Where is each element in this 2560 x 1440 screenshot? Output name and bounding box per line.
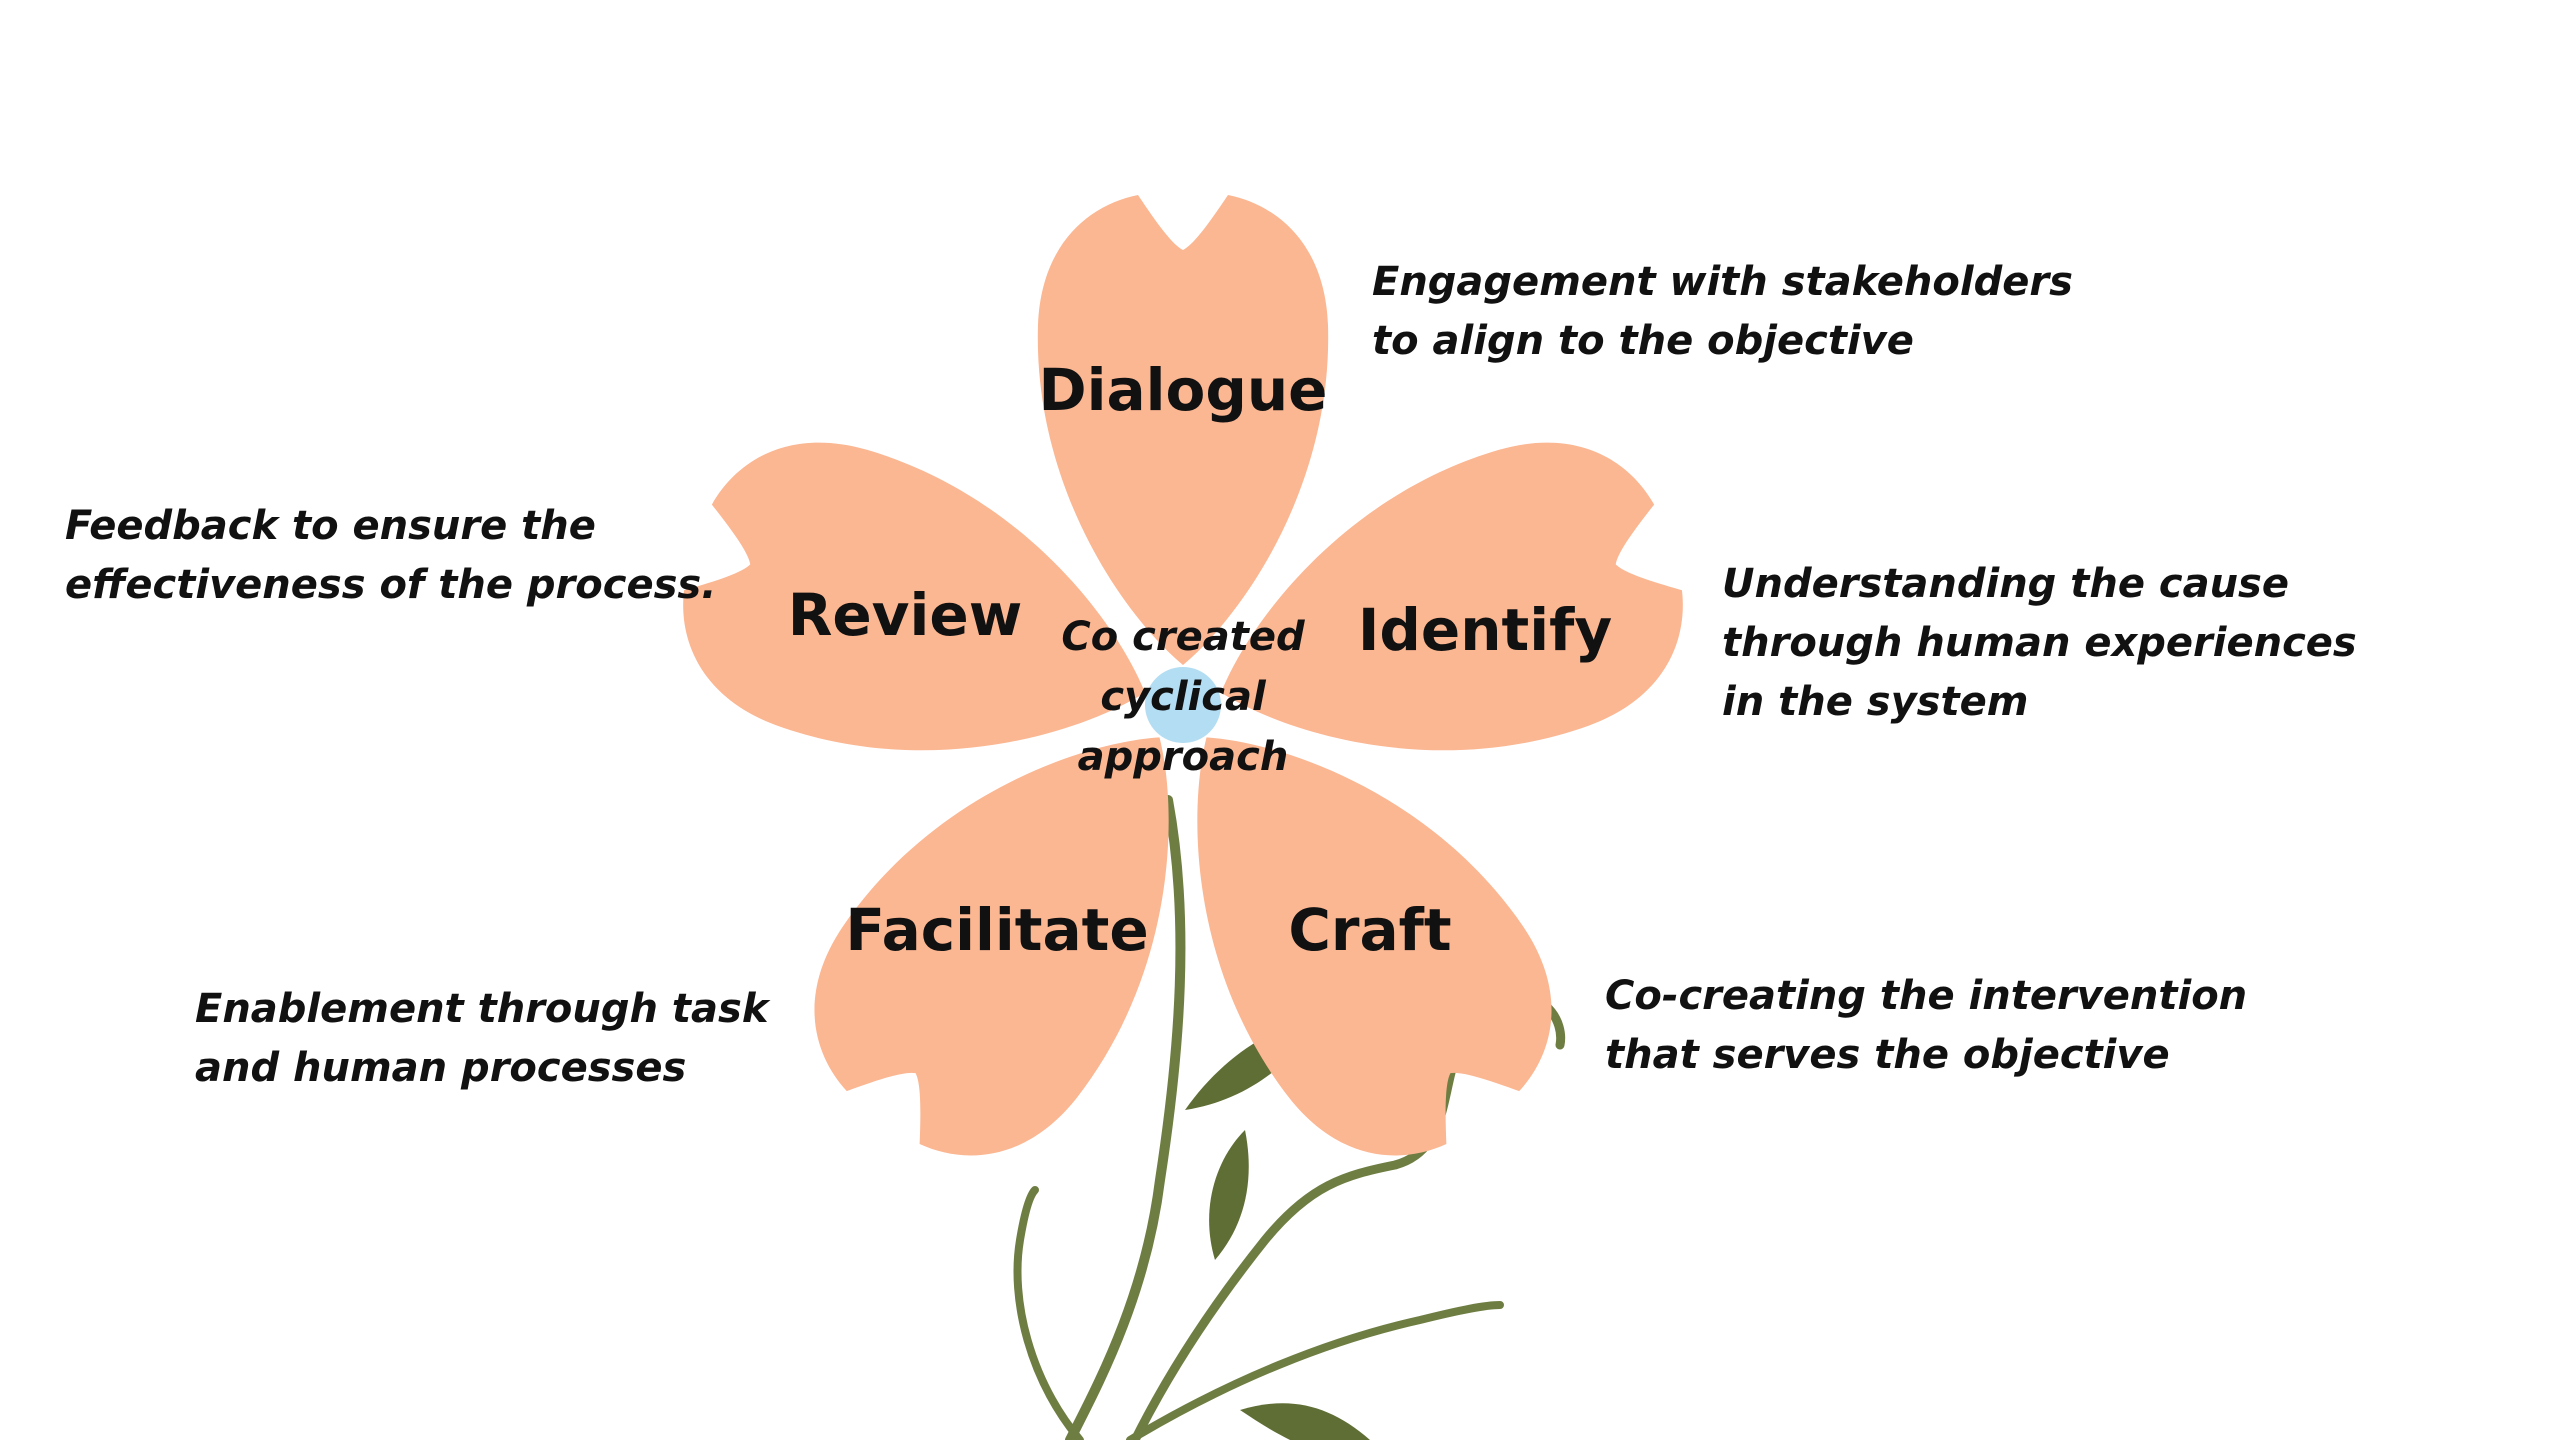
- description-dialogue: Engagement with stakeholders to align to…: [1372, 253, 2073, 371]
- description-line: Understanding the cause: [1722, 561, 2289, 607]
- description-line: and human processes: [195, 1045, 687, 1091]
- center-text: Co created cyclical approach: [1061, 614, 1305, 780]
- description-line: in the system: [1722, 679, 2029, 725]
- description-line: effectiveness of the process.: [65, 562, 717, 608]
- petal-label-craft: Craft: [1288, 896, 1451, 964]
- petal-identify: [1221, 442, 1683, 751]
- center-line-3: approach: [1078, 734, 1289, 780]
- description-line: that serves the objective: [1605, 1032, 2170, 1078]
- description-line: Engagement with stakeholders: [1372, 259, 2073, 305]
- description-line: to align to the objective: [1372, 318, 1914, 364]
- description-line: through human experiences: [1722, 620, 2357, 666]
- description-line: Co-creating the intervention: [1605, 973, 2248, 1019]
- leaf-3: [1240, 1403, 1370, 1440]
- petal-label-review: Review: [788, 581, 1023, 649]
- petal-dialogue: [1037, 195, 1329, 665]
- petal-review: [683, 442, 1145, 751]
- description-facilitate: Enablement through task and human proces…: [195, 980, 768, 1098]
- description-line: Enablement through task: [195, 986, 769, 1032]
- petal-label-identify: Identify: [1358, 596, 1612, 664]
- leaf-2: [1209, 1130, 1249, 1260]
- center-line-2: cyclical: [1100, 674, 1267, 720]
- lower-vine: [1126, 1301, 1504, 1440]
- petal-facilitate: [814, 737, 1169, 1156]
- description-identify: Understanding the cause through human ex…: [1722, 555, 2357, 732]
- description-craft: Co-creating the intervention that serves…: [1605, 967, 2247, 1085]
- main-stem: [1065, 795, 1186, 1440]
- center-line-1: Co created: [1061, 614, 1305, 660]
- petal-group: [683, 195, 1683, 1156]
- petal-label-facilitate: Facilitate: [845, 896, 1148, 964]
- petal-craft: [1197, 737, 1552, 1156]
- left-sprout: [1013, 1186, 1084, 1440]
- description-review: Feedback to ensure the effectiveness of …: [65, 497, 716, 615]
- petal-label-dialogue: Dialogue: [1038, 356, 1327, 424]
- description-line: Feedback to ensure the: [65, 503, 596, 549]
- flower-center: [1145, 667, 1221, 743]
